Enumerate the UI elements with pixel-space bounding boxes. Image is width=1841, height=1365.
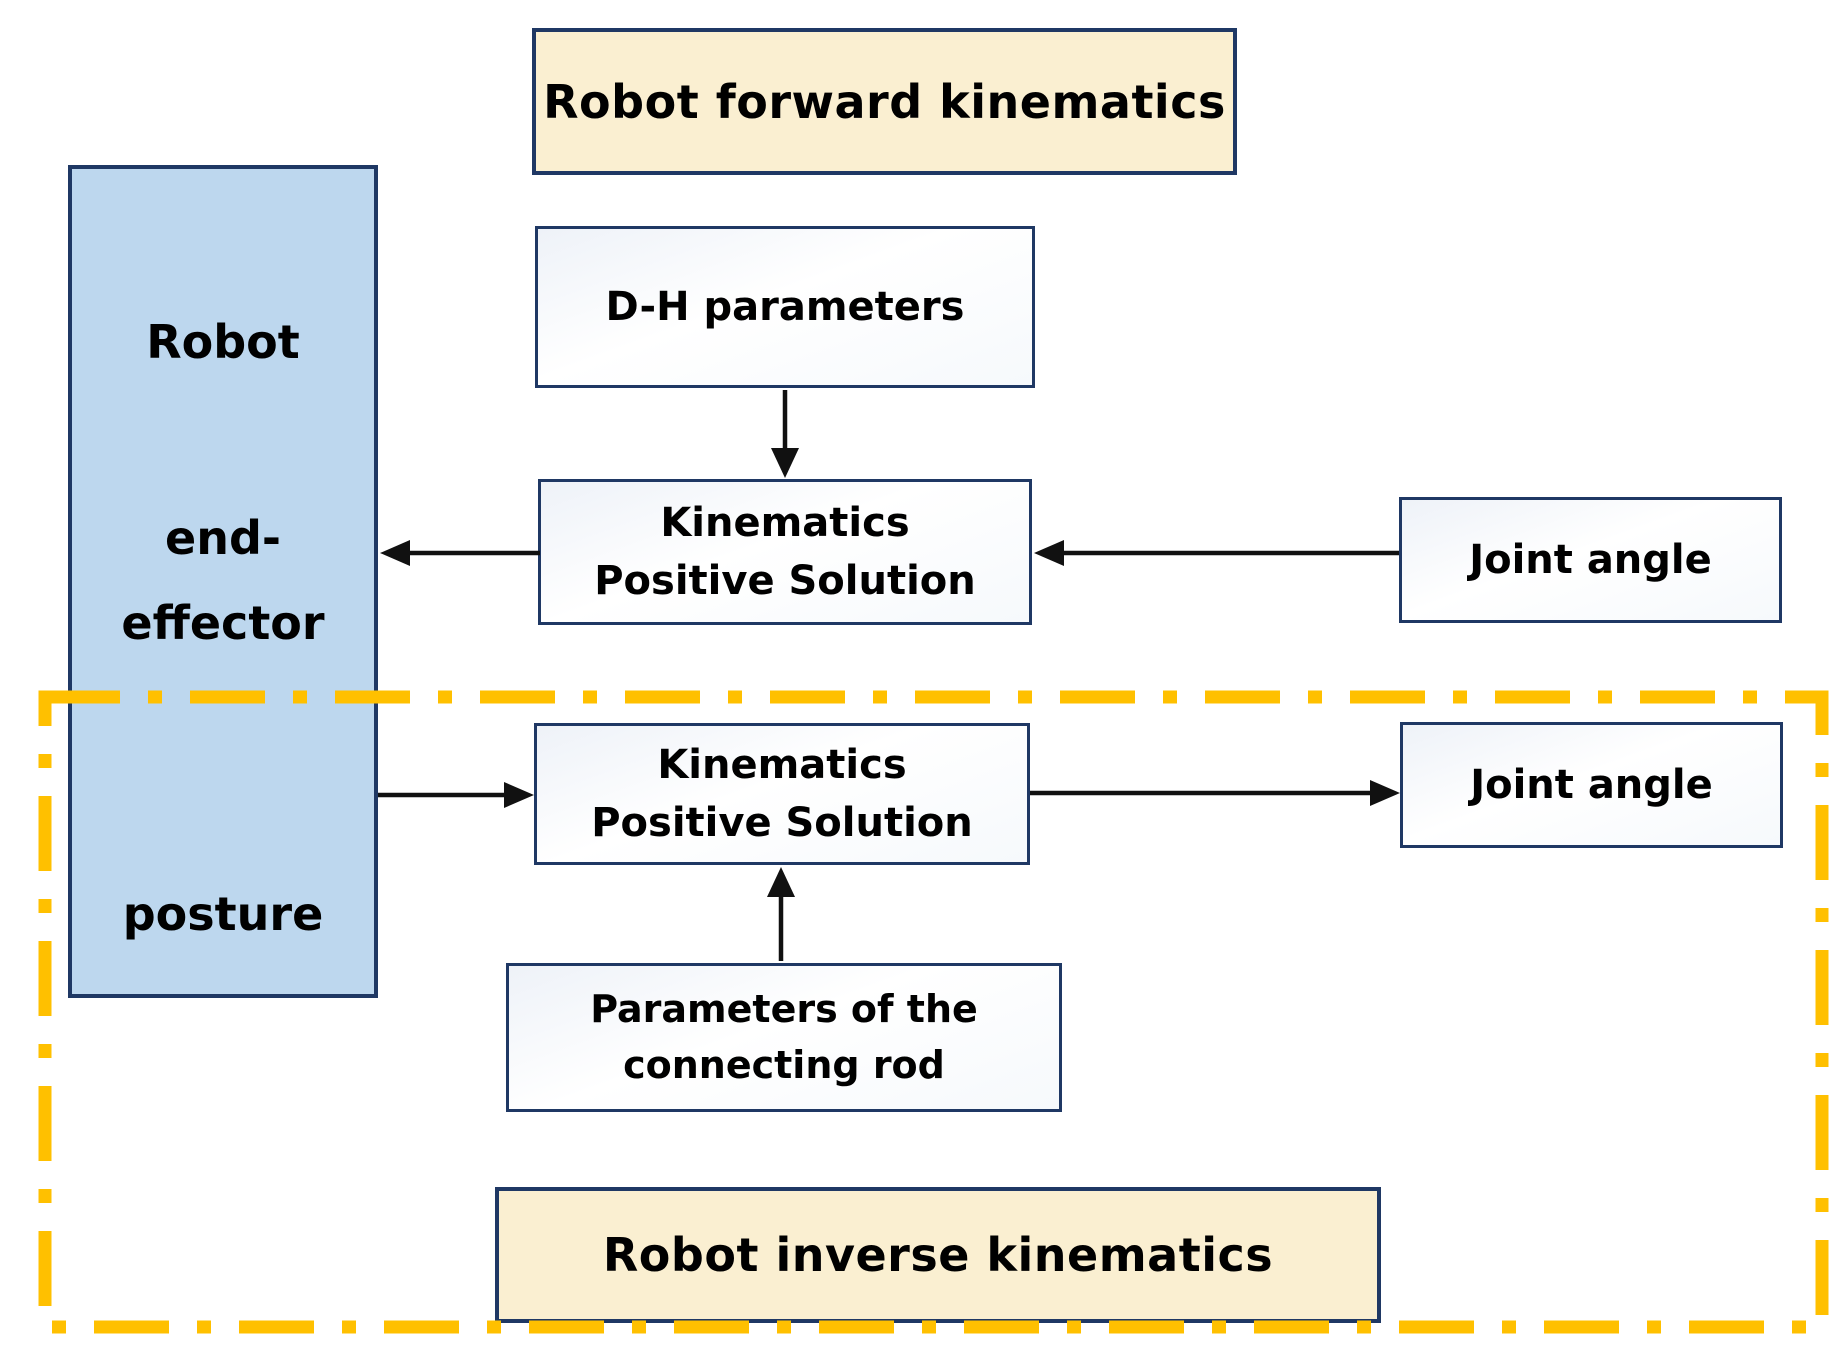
arrow-dh-to-forward-solution [771,390,799,478]
kinematics-positive-solution-forward-box: Kinematics Positive Solution [538,479,1032,625]
robot-end-effector-posture-panel: Robot end- effector posture [68,165,378,998]
arrow-inverse-solution-to-joint-angle [1030,780,1400,806]
dh-parameters-box: D-H parameters [535,226,1035,388]
forward-kinematics-title: Robot forward kinematics [532,28,1237,175]
joint-angle-top-box: Joint angle [1399,497,1782,623]
arrow-posture-to-inverse-solution [378,782,534,808]
arrow-rod-parameters-to-inverse-solution [767,867,795,961]
joint-angle-bottom-box: Joint angle [1400,722,1783,848]
panel-line-effector: effector [121,595,325,650]
panel-line-end: end- [165,510,281,565]
panel-line-robot: Robot [146,315,300,370]
arrow-forward-solution-to-posture [380,540,540,566]
panel-line-posture: posture [122,886,324,941]
inverse-kinematics-title: Robot inverse kinematics [495,1187,1381,1323]
kinematics-positive-solution-inverse-box: Kinematics Positive Solution [534,723,1030,865]
connecting-rod-parameters-box: Parameters of the connecting rod [506,963,1062,1112]
arrow-joint-angle-to-forward-solution [1034,540,1399,566]
